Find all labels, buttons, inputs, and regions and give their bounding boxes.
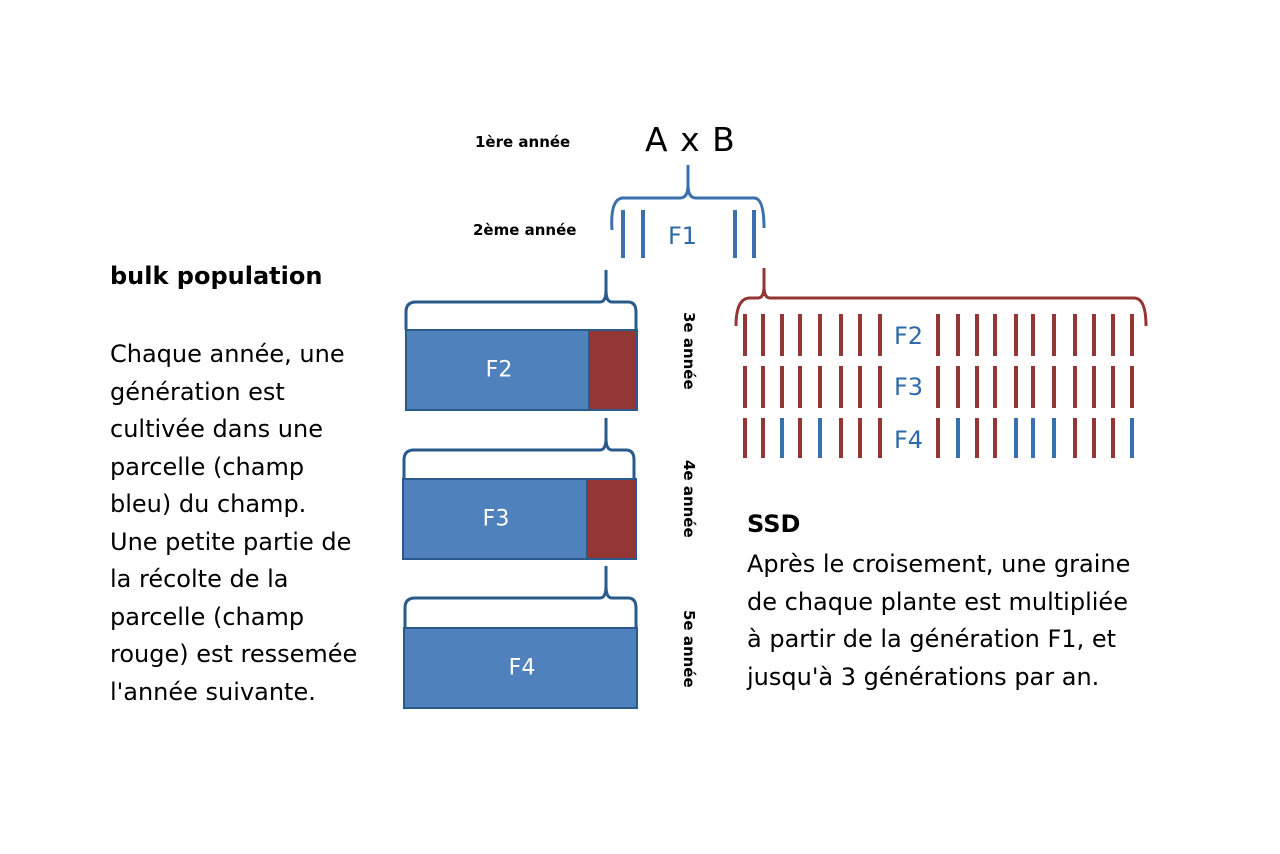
bulk-description-line: parcelle (champ (110, 452, 305, 481)
bulk-plot-label: F3 (482, 506, 510, 532)
ssd-description-line: à partir de la génération F1, et (747, 625, 1117, 653)
bulk-plot-f2: F2 (405, 329, 638, 411)
bulk-bracket-3 (403, 566, 638, 628)
bulk-description-line: cultivée dans une (110, 415, 323, 443)
ssd-bracket (734, 278, 1148, 327)
bulk-description-line: l'année suivante. (110, 677, 316, 706)
ssd-heading: SSD (747, 510, 801, 538)
ssd-description-line: Après le croisement, une graine (747, 550, 1131, 578)
ssd-row-label-f4: F4 (894, 426, 924, 454)
bulk-description-line: génération est (110, 377, 285, 406)
bulk-description-line: Chaque année, une (110, 340, 345, 368)
year-1-label: 1ère année (475, 133, 571, 151)
bulk-plot-label: F4 (508, 655, 536, 681)
bulk-description-line: Une petite partie de (110, 527, 352, 556)
ssd-row-label-f2: F2 (894, 322, 924, 350)
f1-plants (621, 210, 756, 258)
bulk-description-line: la récolte de la (110, 565, 289, 593)
bulk-plot-f4: F4 (403, 627, 638, 709)
bulk-plot-red-part (588, 331, 636, 409)
ssd-bars (743, 314, 1134, 458)
ssd-row-label-f3: F3 (894, 373, 924, 401)
cross-label: A x B (645, 120, 736, 159)
bulk-plot-label: F2 (485, 357, 513, 383)
bulk-description-line: rouge) est ressemée (110, 640, 358, 668)
bulk-description: Chaque année, une génération est cultivée … (110, 336, 357, 711)
bulk-description-line: parcelle (champ (110, 602, 305, 631)
ssd-description: Après le croisement, une graine de chaque… (747, 546, 1130, 696)
bulk-bracket-1 (404, 284, 638, 330)
f1-bracket (610, 165, 766, 231)
bulk-plot-red-part (586, 480, 635, 558)
year-2-label: 2ème année (473, 221, 577, 239)
bulk-bracket-2 (402, 418, 636, 480)
f1-label: F1 (668, 222, 698, 250)
ssd-description-line: de chaque plante est multipliée (747, 587, 1128, 616)
ssd-description-line: jusqu'à 3 générations par an. (747, 662, 1100, 691)
bulk-heading: bulk population (110, 262, 323, 290)
bulk-description-line: bleu) du champ. (110, 490, 307, 518)
bulk-plot-f3: F3 (402, 478, 637, 560)
